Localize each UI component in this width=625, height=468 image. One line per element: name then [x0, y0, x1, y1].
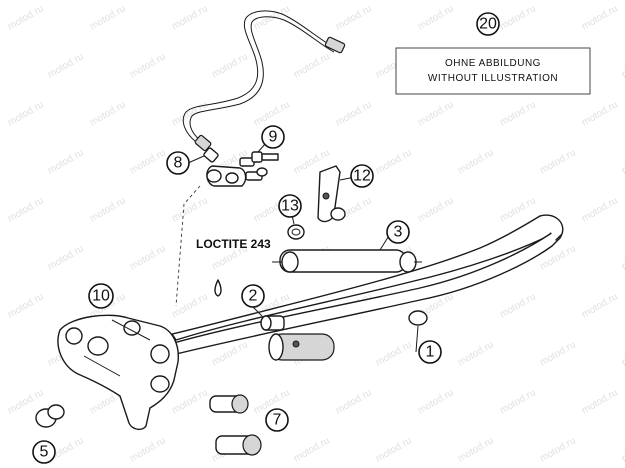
watermark-text: motod.ru	[128, 147, 168, 176]
watermark-text: motod.ru	[252, 99, 292, 128]
callout-5-number: 5	[40, 444, 49, 461]
watermark-text: motod.ru	[292, 435, 332, 464]
washer-5	[35, 404, 65, 428]
bushing-2	[260, 315, 285, 331]
assembly-guide-line	[175, 185, 201, 307]
watermark-text: motod.ru	[580, 195, 620, 224]
watermark-text: motod.ru	[498, 291, 538, 320]
watermark-text: motod.ru	[6, 99, 46, 128]
watermark-text: motod.ru	[538, 147, 578, 176]
callout-10: 10	[88, 283, 114, 309]
callout-3: 3	[386, 220, 410, 244]
watermark-text: motod.ru	[128, 435, 168, 464]
watermark-text: motod.ru	[498, 387, 538, 416]
callout-20-number: 20	[479, 16, 497, 33]
watermark-text: motod.ru	[88, 3, 128, 32]
watermark-text: motod.ru	[374, 435, 414, 464]
screw-9	[251, 151, 279, 177]
callout-12: 12	[350, 164, 374, 188]
watermark-text: motod.ru	[170, 387, 210, 416]
watermark-text: motod.ru	[416, 3, 456, 32]
callout-12-number: 12	[353, 168, 371, 185]
watermark-text: motod.ru	[416, 195, 456, 224]
stand-sleeve	[268, 333, 335, 361]
watermark-text: motod.ru	[170, 3, 210, 32]
watermark-text: motod.ru	[538, 435, 578, 464]
watermark-text: motod.ru	[456, 339, 496, 368]
watermark-text: motod.ru	[498, 99, 538, 128]
callout-8: 8	[166, 151, 190, 175]
callout-3-number: 3	[394, 224, 403, 241]
watermark-text: motod.ru	[334, 99, 374, 128]
watermark-text: motod.ru	[128, 51, 168, 80]
loctite-label: LOCTITE 243	[196, 237, 271, 251]
cable-assembly	[182, 10, 346, 163]
watermark-text: motod.ru	[416, 387, 456, 416]
callout-13: 13	[278, 194, 302, 218]
callout-13-number: 13	[281, 198, 299, 215]
watermark-text: motod.ru	[580, 291, 620, 320]
banjo-fitting	[206, 157, 263, 187]
watermark-text: motod.ru	[6, 291, 46, 320]
watermark-text: motod.ru	[416, 99, 456, 128]
pins-7	[209, 394, 262, 456]
watermark-text: motod.ru	[6, 195, 46, 224]
watermark-text: motod.ru	[374, 147, 414, 176]
watermark-text: motod.ru	[88, 195, 128, 224]
watermark-text: motod.ru	[538, 339, 578, 368]
mounting-bracket-10	[57, 314, 179, 431]
loctite-drop-icon	[214, 279, 222, 297]
callout-9-number: 9	[269, 129, 278, 146]
callout-7: 7	[265, 408, 289, 432]
watermark-text: motod.ru	[334, 3, 374, 32]
callout-20: 20	[476, 12, 500, 36]
watermark-text: motod.ru	[88, 99, 128, 128]
watermark-text: motod.ru	[170, 195, 210, 224]
watermark-text: motod.ru	[456, 147, 496, 176]
watermark-text: motod.ru	[456, 435, 496, 464]
callout-10-number: 10	[92, 288, 110, 305]
watermark-text: motod.ru	[210, 51, 250, 80]
watermark-text: motod.ru	[620, 435, 625, 464]
watermark-text: motod.ru	[46, 243, 86, 272]
callout-2: 2	[241, 284, 265, 308]
callout-7-number: 7	[273, 412, 282, 429]
watermark-text: motod.ru	[6, 3, 46, 32]
watermark-text: motod.ru	[620, 339, 625, 368]
watermark-text: motod.ru	[498, 3, 538, 32]
callout-1-number: 1	[426, 344, 435, 361]
watermark-text: motod.ru	[292, 51, 332, 80]
watermark-text: motod.ru	[334, 387, 374, 416]
spring-3	[272, 249, 422, 273]
watermark-text: motod.ru	[580, 3, 620, 32]
callout-9: 9	[261, 125, 285, 149]
callout-5: 5	[32, 440, 56, 464]
bracket-12	[317, 165, 346, 223]
watermark-text: motod.ru	[620, 51, 625, 80]
nut-13	[287, 224, 305, 240]
watermark-text: motod.ru	[620, 147, 625, 176]
note-line-2: WITHOUT ILLUSTRATION	[428, 73, 558, 84]
callout-1: 1	[418, 340, 442, 364]
watermark-text: motod.ru	[46, 51, 86, 80]
watermark-text: motod.ru	[620, 243, 625, 272]
watermark-text: motod.ru	[580, 387, 620, 416]
callout-8-number: 8	[174, 155, 183, 172]
note-box: OHNE ABBILDUNG WITHOUT ILLUSTRATION	[395, 47, 591, 95]
callout-2-number: 2	[249, 288, 258, 305]
watermark-text: motod.ru	[128, 243, 168, 272]
watermark-text: motod.ru	[374, 339, 414, 368]
watermark-text: motod.ru	[46, 147, 86, 176]
note-line-1: OHNE ABBILDUNG	[445, 58, 541, 69]
watermark-text: motod.ru	[580, 99, 620, 128]
